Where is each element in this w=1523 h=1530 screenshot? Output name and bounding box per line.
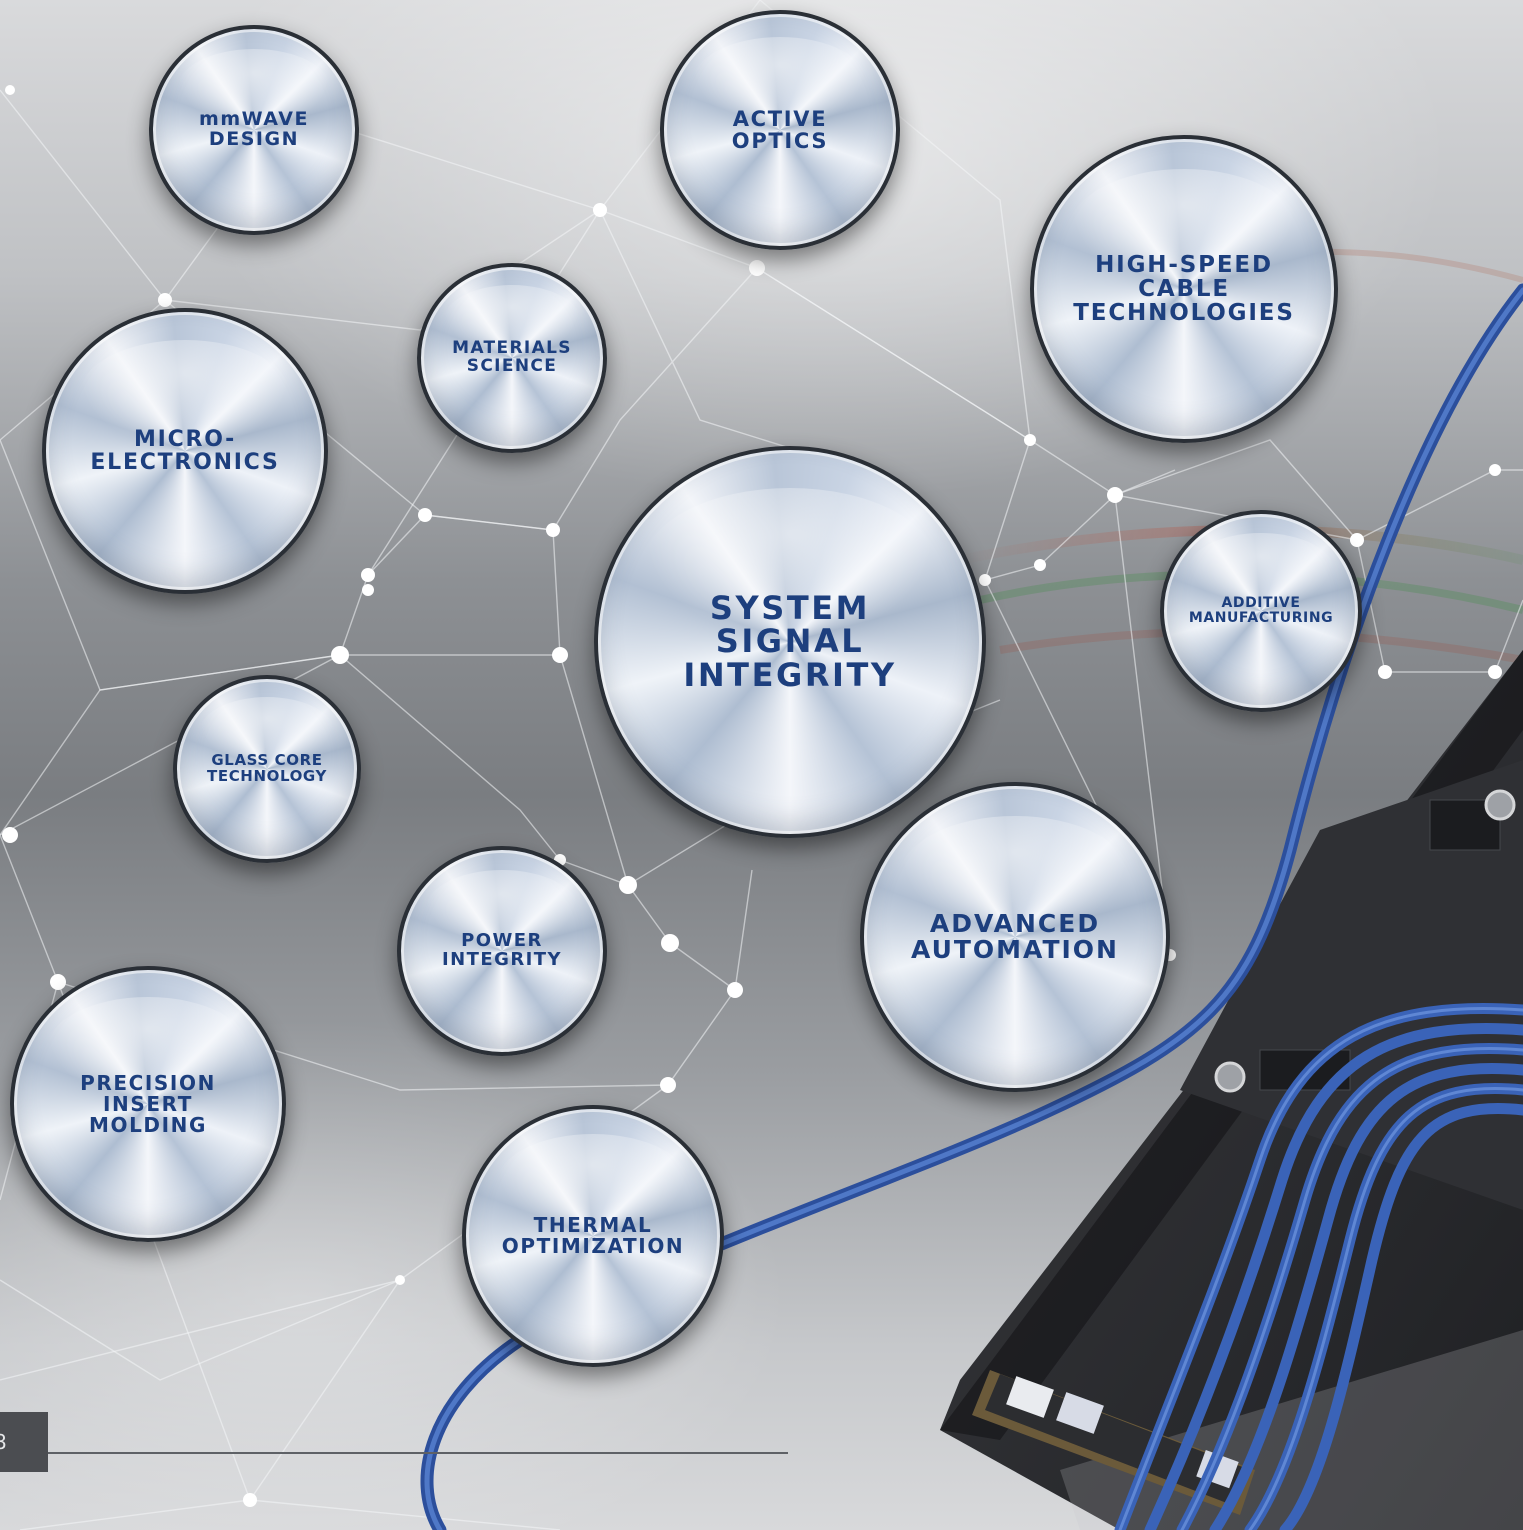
bubble-label: PRECISION INSERT MOLDING xyxy=(80,1070,216,1137)
label-line: TECHNOLOGIES xyxy=(1073,300,1295,327)
bubble-high-speed-cable-technologies: HIGH-SPEED CABLE TECHNOLOGIES xyxy=(1030,135,1338,443)
label-line: SCIENCE xyxy=(466,356,558,376)
bubble-label: POWER INTEGRITY xyxy=(442,930,562,970)
label-line: PRECISION xyxy=(80,1070,216,1095)
bubble-label: mmWAVE DESIGN xyxy=(199,108,309,150)
label-line: ACTIVE xyxy=(732,106,828,131)
bubble-thermal-optimization: THERMAL OPTIMIZATION xyxy=(462,1105,724,1367)
bubble-label: HIGH-SPEED CABLE TECHNOLOGIES xyxy=(1073,251,1295,327)
network-nodes xyxy=(2,85,1502,1507)
label-line: CABLE xyxy=(1138,275,1230,302)
bubble-label: ADDITIVE MANUFACTURING xyxy=(1189,596,1333,625)
label-line: MANUFACTURING xyxy=(1188,610,1334,626)
bubble-label: MICRO- ELECTRONICS xyxy=(90,428,279,474)
bubble-additive-manufacturing: ADDITIVE MANUFACTURING xyxy=(1160,510,1362,712)
label-line: HIGH-SPEED xyxy=(1095,251,1273,278)
bubble-glass-core-technology: GLASS CORE TECHNOLOGY xyxy=(173,675,361,863)
bubble-precision-insert-molding: PRECISION INSERT MOLDING xyxy=(10,966,286,1242)
bubble-label: SYSTEM SIGNAL INTEGRITY xyxy=(683,588,897,694)
label-line: DESIGN xyxy=(208,128,300,150)
label-line: MOLDING xyxy=(88,1112,208,1137)
label-line: OPTICS xyxy=(731,129,829,153)
footer-rule xyxy=(48,1452,788,1454)
bubble-materials-science: MATERIALS SCIENCE xyxy=(417,263,607,453)
label-line: INSERT xyxy=(102,1091,193,1116)
bubble-label: GLASS CORE TECHNOLOGY xyxy=(207,751,327,785)
bubble-advanced-automation: ADVANCED AUTOMATION xyxy=(860,782,1170,1092)
bubble-label: ACTIVE OPTICS xyxy=(732,108,828,152)
label-line: MATERIALS xyxy=(452,338,572,359)
label-line: AUTOMATION xyxy=(910,935,1119,964)
label-line: THERMAL xyxy=(533,1213,653,1237)
bubble-power-integrity: POWER INTEGRITY xyxy=(397,846,607,1056)
label-line: mmWAVE xyxy=(199,108,309,131)
bubble-label: ADVANCED AUTOMATION xyxy=(910,908,1119,964)
label-line: SIGNAL xyxy=(715,622,865,661)
label-line: SYSTEM xyxy=(709,588,871,627)
label-line: INTEGRITY xyxy=(683,655,897,694)
bubble-label: THERMAL OPTIMIZATION xyxy=(502,1215,685,1257)
cables xyxy=(420,283,1523,1530)
label-line: GLASS CORE xyxy=(211,751,323,770)
label-line: INTEGRITY xyxy=(442,949,562,970)
bubble-mmwave-design: mmWAVE DESIGN xyxy=(149,25,359,235)
label-line: ELECTRONICS xyxy=(90,450,280,475)
bubble-active-optics: ACTIVE OPTICS xyxy=(660,10,900,250)
bubble-label: MATERIALS SCIENCE xyxy=(452,338,572,376)
label-line: ADDITIVE xyxy=(1221,595,1301,612)
label-line: MICRO- xyxy=(134,426,236,452)
label-line: OPTIMIZATION xyxy=(501,1234,685,1258)
page-number: 8 xyxy=(0,1412,48,1472)
bubble-system-signal-integrity: SYSTEM SIGNAL INTEGRITY xyxy=(594,446,986,838)
bubble-micro-electronics: MICRO- ELECTRONICS xyxy=(42,308,328,594)
label-line: TECHNOLOGY xyxy=(207,767,327,785)
label-line: POWER xyxy=(461,930,543,952)
label-line: ADVANCED xyxy=(929,908,1101,938)
